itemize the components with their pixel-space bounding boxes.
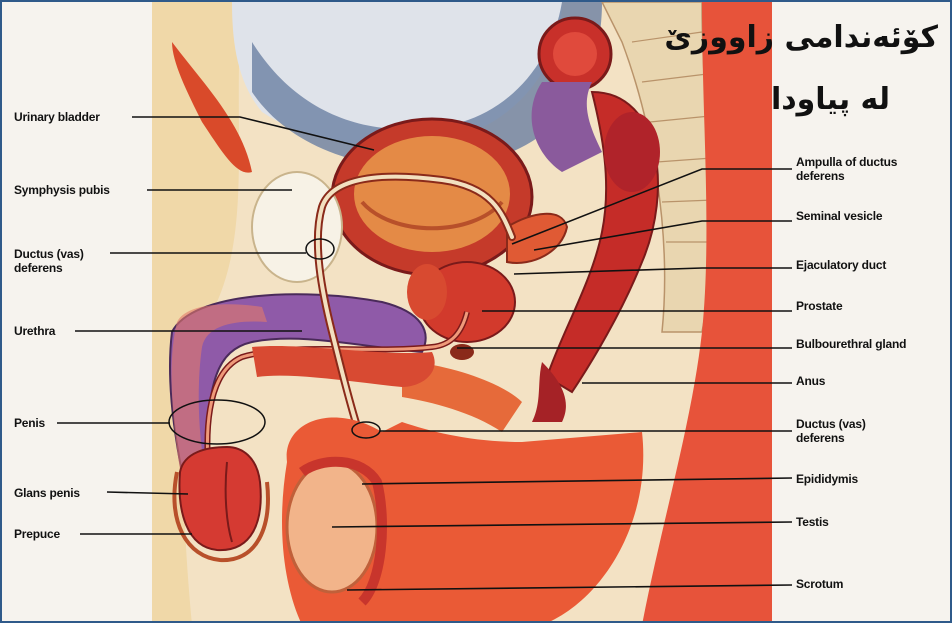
bulbourethral-gland-shape <box>450 344 474 360</box>
label-anus: Anus <box>796 374 825 388</box>
diagram-title-line1: کۆئەندامی زاووزێ <box>664 20 938 55</box>
prostate-lobe <box>407 264 447 320</box>
label-scrotum: Scrotum <box>796 577 843 591</box>
rectum-lumen <box>604 112 660 192</box>
label-epididymis: Epididymis <box>796 472 858 486</box>
label-prostate: Prostate <box>796 299 842 313</box>
label-symphysis-pubis: Symphysis pubis <box>14 183 110 197</box>
pubic-bone <box>252 172 342 282</box>
label-testis: Testis <box>796 515 829 529</box>
label-urethra: Urethra <box>14 324 55 338</box>
label-ejaculatory-duct: Ejaculatory duct <box>796 258 886 272</box>
label-prepuce: Prepuce <box>14 527 60 541</box>
label-urinary-bladder: Urinary bladder <box>14 110 100 124</box>
label-bulbourethral-gland: Bulbourethral gland <box>796 337 906 351</box>
label-penis: Penis <box>14 416 45 430</box>
label-ductus-deferens-right: Ductus (vas) deferens <box>796 417 896 445</box>
label-ampulla: Ampulla of ductus deferens <box>796 155 926 183</box>
label-seminal-vesicle: Seminal vesicle <box>796 209 882 223</box>
diagram-title-line2: لە پیاودا <box>771 82 890 117</box>
colon-lumen <box>553 32 597 76</box>
label-glans-penis: Glans penis <box>14 486 80 500</box>
label-ductus-deferens-left: Ductus (vas) deferens <box>14 247 109 275</box>
